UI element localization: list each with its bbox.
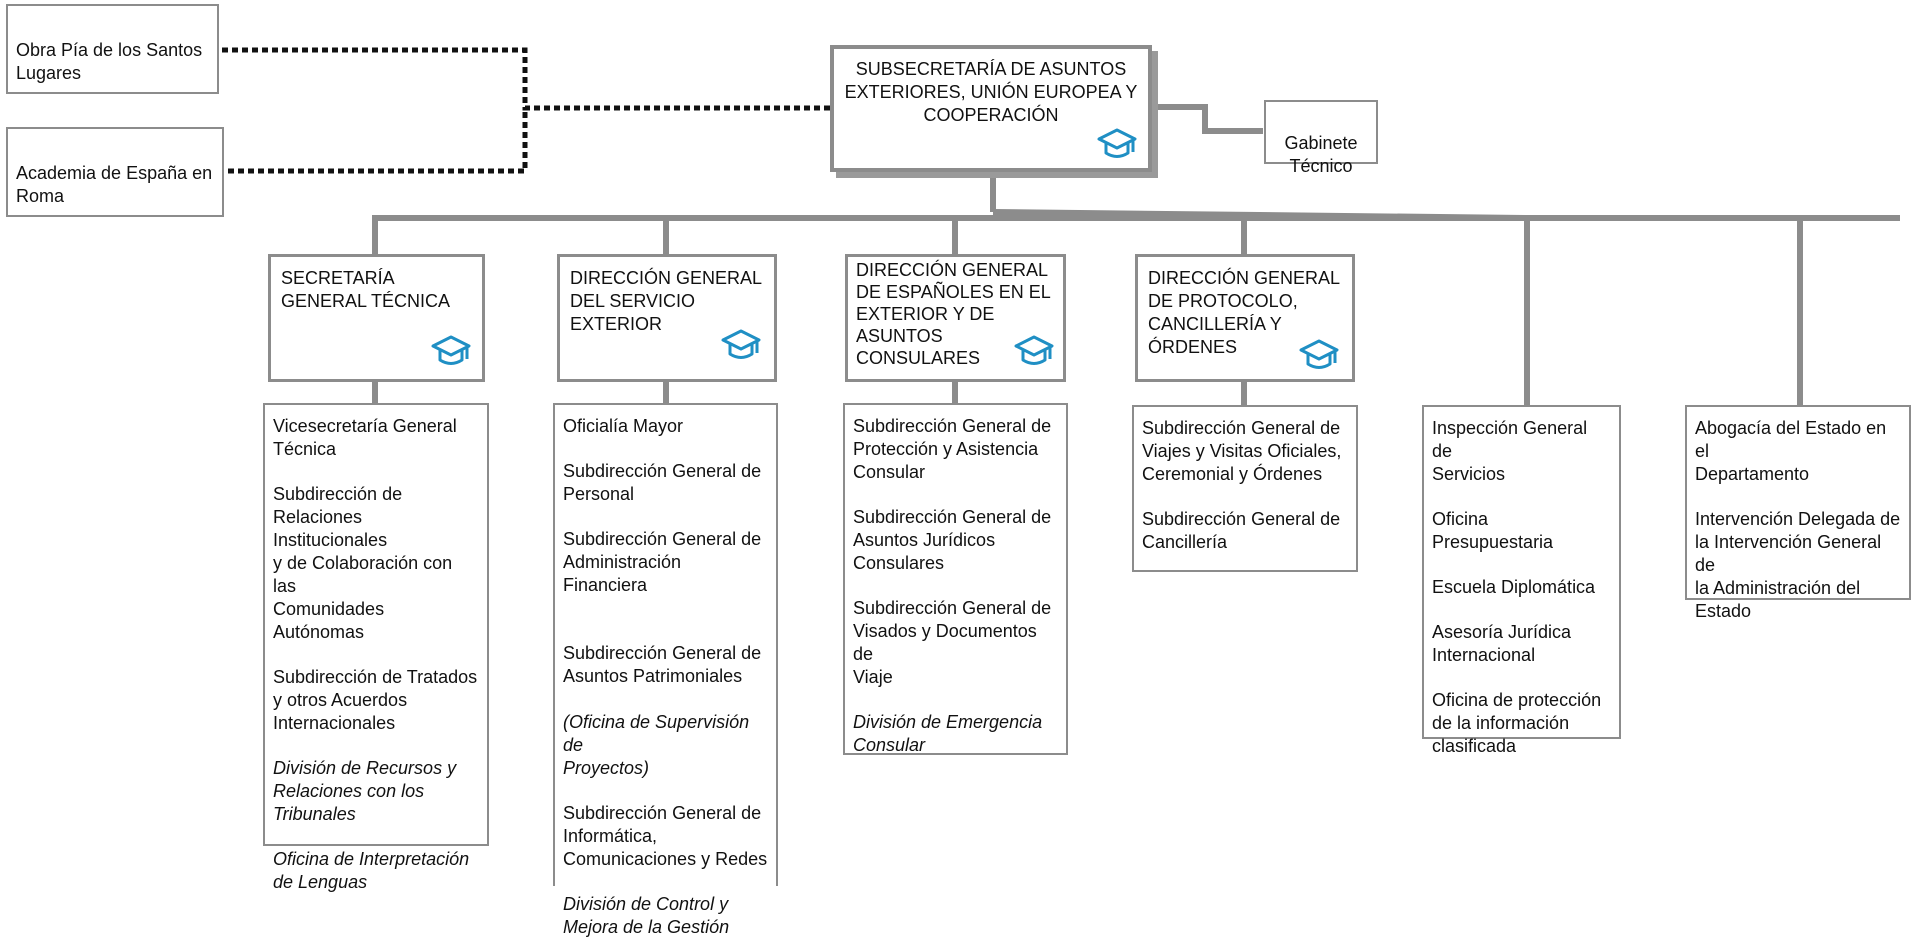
- graduation-cap-icon: [721, 329, 761, 359]
- gabinete-tecnico-box: Gabinete Técnico: [1264, 100, 1378, 176]
- label-academia-roma: Academia de España en Roma: [16, 163, 213, 206]
- units-dgeeac: Subdirección General de Protección y Asi…: [843, 403, 1068, 755]
- directorate-sgt: SECRETARÍA GENERAL TÉCNICA: [268, 254, 485, 382]
- graduation-cap-icon: [1014, 335, 1054, 365]
- unit-item: Subdirección General de Visados y Docume…: [853, 598, 1052, 687]
- units-abogacia-intervencion: Abogacía del Estado en el Departamento I…: [1685, 405, 1911, 621]
- unit-item: Vicesecretaría General Técnica: [273, 416, 457, 459]
- unit-item: Intervención Delegada de la Intervención…: [1695, 509, 1901, 621]
- link-gabinete: [1155, 104, 1263, 134]
- directorate-dgeeac: DIRECCIÓN GENERAL DE ESPAÑOLES EN EL EXT…: [845, 254, 1066, 382]
- connector-lines: [222, 47, 1900, 405]
- unit-item: Subdirección General de Cancillería: [1142, 509, 1341, 552]
- directorate-dgpco-title: DIRECCIÓN GENERAL DE PROTOCOLO, CANCILLE…: [1148, 268, 1341, 357]
- graduation-cap-icon: [431, 335, 471, 365]
- graduation-cap-icon: [1299, 339, 1339, 369]
- unit-item: Subdirección General de Asuntos Jurídico…: [853, 507, 1052, 573]
- units-dgse: Oficialía Mayor Subdirección General de …: [553, 403, 778, 937]
- unit-item: Subdirección de Relaciones Institucional…: [273, 484, 453, 642]
- label-obra-pia: Obra Pía de los Santos Lugares: [16, 40, 203, 83]
- subsecretaria-title: SUBSECRETARÍA DE ASUNTOS EXTERIORES, UNI…: [844, 59, 1138, 125]
- unit-item: Subdirección General de Viajes y Visitas…: [1142, 418, 1342, 484]
- dotted-link-academia: [228, 108, 528, 174]
- unit-item: División de Control y Mejora de la Gesti…: [563, 894, 730, 937]
- unit-item: Escuela Diplomática: [1432, 577, 1596, 597]
- unit-item: División de Emergencia Consular: [853, 712, 1043, 755]
- directorate-sgt-title: SECRETARÍA GENERAL TÉCNICA: [281, 268, 451, 311]
- unit-item: Subdirección General de Protección y Asi…: [853, 416, 1052, 482]
- directorate-dgse: DIRECCIÓN GENERAL DEL SERVICIO EXTERIOR: [557, 254, 777, 382]
- unit-item: Oficina de protección de la información …: [1432, 690, 1602, 756]
- unit-item: Oficina Presupuestaria: [1432, 509, 1554, 552]
- subsecretaria-box: SUBSECRETARÍA DE ASUNTOS EXTERIORES, UNI…: [830, 45, 1152, 172]
- unit-item: Subdirección de Tratados y otros Acuerdo…: [273, 667, 478, 733]
- units-dgpco: Subdirección General de Viajes y Visitas…: [1132, 405, 1358, 572]
- directorate-dgpco: DIRECCIÓN GENERAL DE PROTOCOLO, CANCILLE…: [1135, 254, 1355, 382]
- units-sgt: Vicesecretaría General Técnica Subdirecc…: [263, 403, 489, 892]
- box-obra-pia: Obra Pía de los Santos Lugares: [6, 4, 219, 94]
- unit-item: Oficina de Interpretación de Lenguas: [273, 849, 470, 892]
- unit-item: Abogacía del Estado en el Departamento: [1695, 418, 1887, 484]
- unit-item: Subdirección General de Asuntos Patrimon…: [563, 619, 768, 780]
- unit-item-main: Subdirección General de Asuntos Patrimon…: [563, 643, 762, 686]
- bus-line-right: [992, 209, 1526, 221]
- unit-item: Asesoría Jurídica Internacional: [1432, 622, 1572, 665]
- unit-item: División de Recursos y Relaciones con lo…: [273, 758, 457, 824]
- graduation-cap-icon: [1097, 128, 1137, 158]
- units-independent: Inspección General de Servicios Oficina …: [1422, 405, 1621, 756]
- unit-item: Oficialía Mayor: [563, 416, 684, 436]
- unit-item: Subdirección General de Personal: [563, 461, 762, 504]
- gabinete-tecnico-label: Gabinete Técnico: [1284, 133, 1358, 176]
- directorate-dgeeac-title: DIRECCIÓN GENERAL DE ESPAÑOLES EN EL EXT…: [856, 260, 1051, 368]
- unit-item: Subdirección General de Administración F…: [563, 529, 762, 595]
- unit-item-note: (Oficina de Supervisión de Proyectos): [563, 712, 750, 778]
- dotted-link-obra-pia: [222, 47, 835, 111]
- directorate-dgse-title: DIRECCIÓN GENERAL DEL SERVICIO EXTERIOR: [570, 268, 763, 334]
- unit-item: Subdirección General de Informática, Com…: [563, 803, 768, 869]
- unit-item: Inspección General de Servicios: [1432, 418, 1588, 484]
- box-academia-roma: Academia de España en Roma: [6, 127, 224, 217]
